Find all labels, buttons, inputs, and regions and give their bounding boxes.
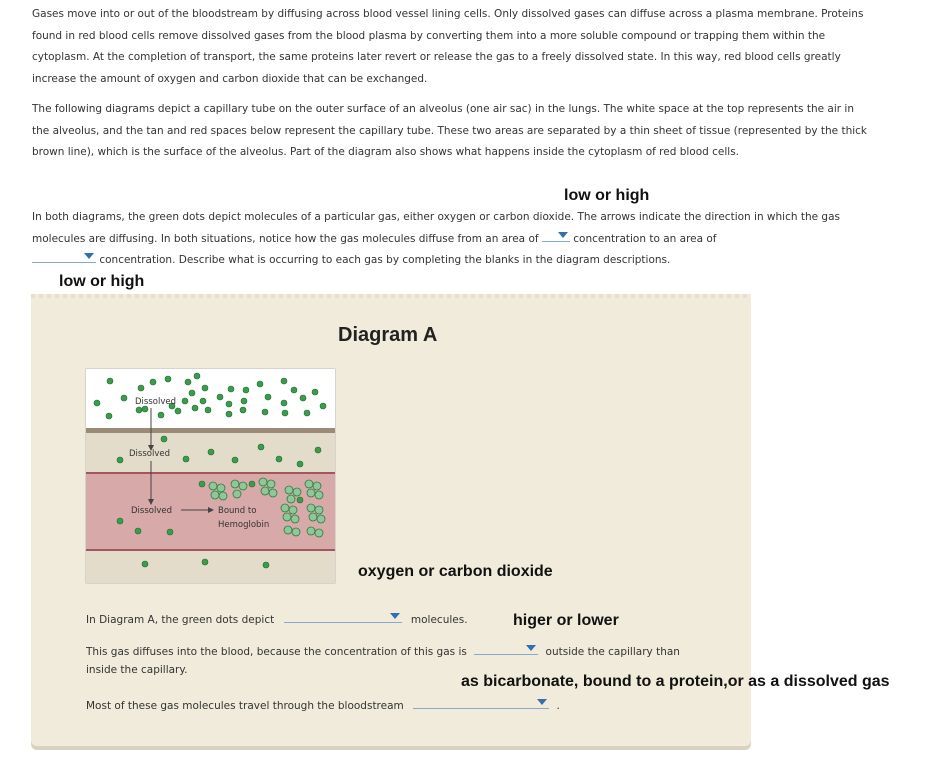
note-low-or-high-2: low or high xyxy=(59,273,144,291)
gas-type-dropdown[interactable] xyxy=(284,610,402,623)
concentration-from-dropdown[interactable] xyxy=(542,229,570,242)
q3-prefix: Most of these gas molecules travel throu… xyxy=(86,700,404,712)
concentration-compare-dropdown[interactable] xyxy=(474,642,538,655)
q2-line2: inside the capillary. xyxy=(86,664,187,676)
intro-paragraph-2: The following diagrams depict a capillar… xyxy=(32,99,872,164)
intro-paragraph-3: In both diagrams, the green dots depict … xyxy=(32,207,872,272)
chevron-down-icon xyxy=(84,253,94,259)
p3-text-c: concentration. Describe what is occurrin… xyxy=(99,254,670,266)
note-low-or-high-1: low or high xyxy=(564,187,649,205)
q2-prefix: This gas diffuses into the blood, becaus… xyxy=(86,646,467,658)
capillary-diagram: Dissolved Dissolved Dissolved Bound to H… xyxy=(85,368,337,584)
q1-prefix: In Diagram A, the green dots depict xyxy=(86,614,274,626)
note-higher-or-lower: higer or lower xyxy=(513,612,619,630)
p3-text-b: concentration to an area of xyxy=(573,233,716,245)
concentration-to-dropdown[interactable] xyxy=(32,250,96,263)
chevron-down-icon xyxy=(558,232,568,238)
label-dissolved-air: Dissolved xyxy=(135,397,176,407)
q1-suffix: molecules. xyxy=(411,614,468,626)
transport-method-dropdown[interactable] xyxy=(413,696,549,709)
p3-text-a: In both diagrams, the green dots depict … xyxy=(32,211,840,245)
question-2: This gas diffuses into the blood, becaus… xyxy=(86,642,680,658)
intro-paragraph-1: Gases move into or out of the bloodstrea… xyxy=(32,4,872,90)
q3-suffix: . xyxy=(556,700,559,712)
plasma-region-bottom xyxy=(86,551,335,583)
label-dissolved-rbc: Dissolved xyxy=(131,506,172,516)
q2-suffix: outside the capillary than xyxy=(546,646,680,658)
panel-top-border xyxy=(31,294,751,298)
alveolus-membrane xyxy=(86,428,335,433)
note-oxygen-or-co2: oxygen or carbon dioxide xyxy=(358,563,553,581)
note-transport-options: as bicarbonate, bound to a protein,or as… xyxy=(461,673,890,691)
question-3: Most of these gas molecules travel throu… xyxy=(86,696,560,712)
question-1: In Diagram A, the green dots depict mole… xyxy=(86,610,468,626)
label-dissolved-plasma: Dissolved xyxy=(129,449,170,459)
label-hemoglobin: Hemoglobin xyxy=(218,520,269,530)
chevron-down-icon xyxy=(390,613,400,619)
label-bound-to: Bound to xyxy=(218,506,256,516)
diagram-title: Diagram A xyxy=(338,324,437,347)
chevron-down-icon xyxy=(526,645,536,651)
chevron-down-icon xyxy=(537,699,547,705)
